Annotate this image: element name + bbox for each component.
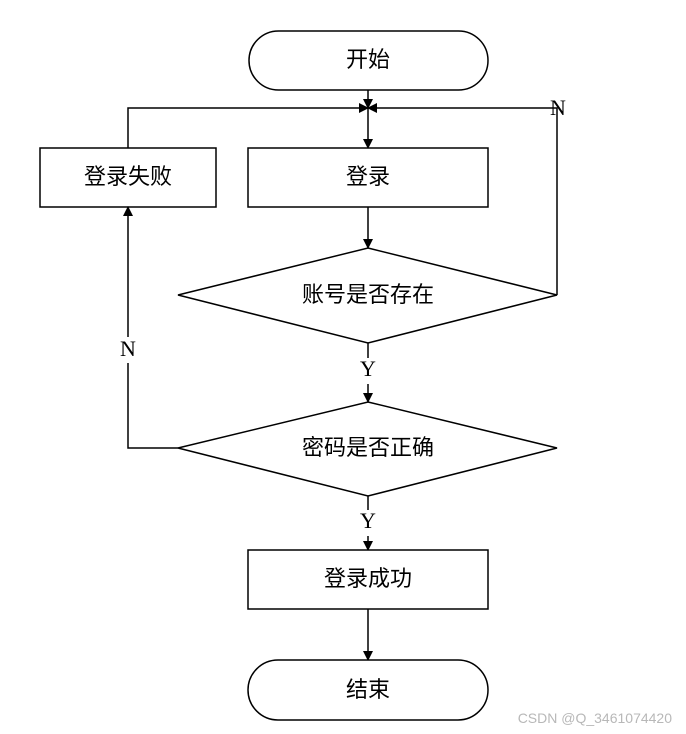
password-correct-label: 密码是否正确: [302, 436, 434, 461]
start-label: 开始: [346, 48, 390, 73]
login-node: [247, 147, 489, 208]
login-success-label: 登录成功: [324, 567, 412, 592]
edge-account-no-to-join: [367, 103, 558, 295]
account-exists-label: 账号是否存在: [302, 283, 434, 308]
password-yes-label: Y: [360, 508, 376, 533]
password-no-label-bg: [116, 337, 140, 363]
watermark: CSDN @Q_3461074420: [517, 710, 672, 726]
account-yes-label-bg: [356, 358, 380, 384]
end-label: 结束: [346, 678, 390, 703]
login-success-node: [247, 549, 489, 610]
login-failed-label: 登录失败: [84, 165, 172, 190]
account-no-label: N: [550, 95, 566, 120]
password-yes-label-bg: [356, 510, 380, 536]
end-node: [247, 659, 489, 721]
login-label: 登录: [346, 165, 390, 190]
account-yes-label: Y: [360, 356, 376, 381]
password-no-label: N: [120, 336, 136, 361]
edge-failed-to-join: [127, 103, 369, 148]
edge-password-no-to-failed: [123, 206, 178, 449]
